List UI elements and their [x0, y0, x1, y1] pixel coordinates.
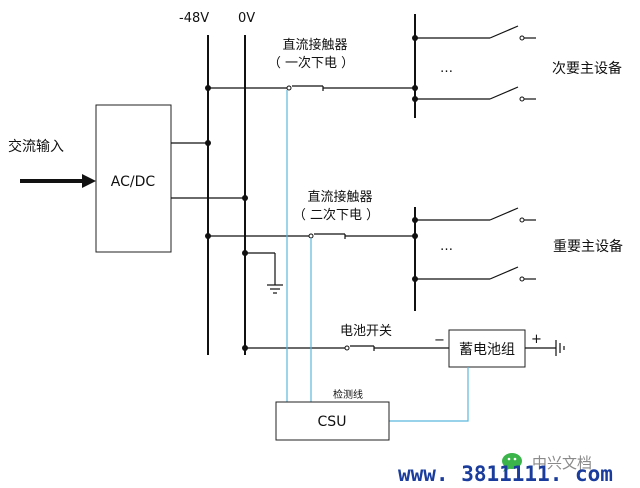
battery-minus: −: [434, 333, 445, 348]
load1-switch-a-contact: [519, 35, 525, 41]
wechat-logo-icon: [502, 453, 522, 472]
contactor1-name: 直流接触器: [282, 37, 347, 53]
watermark-brand: 中兴文档: [532, 454, 592, 472]
junction-dot: [412, 233, 418, 239]
load2-ellipsis: …: [440, 239, 453, 254]
junction-dot: [205, 85, 211, 91]
battery-switch-label: 电池开关: [340, 324, 392, 339]
load1-label: 次要主设备: [552, 60, 622, 77]
battery-switch-contact-left: [344, 345, 350, 351]
csu-box: [275, 401, 390, 441]
junction-dot: [205, 233, 211, 239]
acdc-label: AC/DC: [111, 174, 156, 190]
battery-plus: +: [531, 332, 542, 347]
detect-line-battery: [389, 367, 469, 422]
battery-label: 蓄电池组: [459, 342, 515, 358]
label-ac-input: 交流输入: [8, 138, 64, 155]
load1-ellipsis: …: [440, 61, 453, 76]
ac-input-arrowhead-icon: [82, 174, 96, 188]
load2-switch-b-contact: [519, 276, 525, 282]
contactor2-name: 直流接触器: [307, 189, 372, 205]
load1-switch-a-blade: [489, 25, 519, 39]
detect-line-label: 检测线: [333, 388, 363, 401]
ground-icon: [267, 284, 283, 294]
load1-switch-b-blade: [489, 86, 519, 100]
junction-dot: [242, 195, 248, 201]
watermark-website: www. 3811111. com: [398, 462, 613, 486]
contactor2-sub: （ 二次下电 ）: [293, 207, 379, 223]
contactor2-contact-left: [308, 233, 314, 239]
battery-box: [448, 329, 526, 368]
battery-ground-icon: [555, 340, 565, 356]
acdc-converter-box: [95, 104, 172, 253]
label-zero-v: 0V: [238, 11, 255, 26]
junction-dot: [242, 345, 248, 351]
label-neg48v: -48V: [179, 11, 209, 26]
load2-label: 重要主设备: [553, 238, 623, 255]
load1-switch-b-contact: [519, 96, 525, 102]
contactor1-sub: （ 一次下电 ）: [268, 55, 354, 71]
contactor1-contact-left: [286, 85, 292, 91]
junction-dot: [242, 250, 248, 256]
junction-dot: [412, 85, 418, 91]
load2-switch-b-blade: [489, 266, 519, 280]
junction-dot: [205, 140, 211, 146]
load2-switch-a-contact: [519, 217, 525, 223]
load2-switch-a-blade: [489, 207, 519, 221]
csu-label: CSU: [318, 414, 347, 430]
